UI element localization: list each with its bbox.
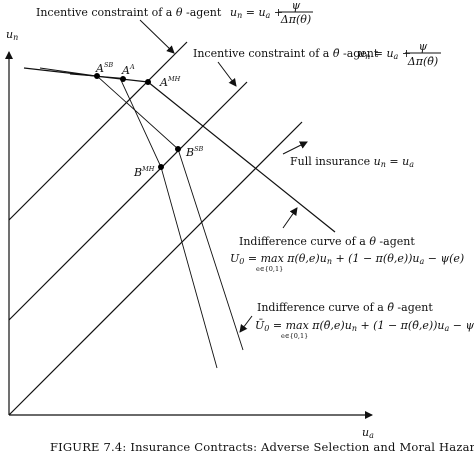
label-a-sb: ASB bbox=[95, 61, 113, 75]
label-b-sb: BSB bbox=[185, 145, 204, 159]
svg-text:ψ: ψ bbox=[292, 0, 301, 12]
svg-text:Indifference curve of a θ -age: Indifference curve of a θ -agent bbox=[239, 235, 415, 248]
svg-text:un = ua +: un = ua + bbox=[358, 47, 411, 61]
label-a-mh: AMH bbox=[159, 75, 181, 89]
svg-text:Indifference curve of a θ̄ -ag: Indifference curve of a θ̄ -agent bbox=[257, 301, 433, 314]
svg-text:Incentive constraint of a θ -a: Incentive constraint of a θ -agent bbox=[36, 6, 222, 19]
x-axis-label: ua bbox=[362, 426, 374, 440]
indiff-high-curve bbox=[39, 67, 244, 351]
point-a-a bbox=[120, 76, 126, 82]
annotation-full-insurance: Full insurance un = ua bbox=[290, 155, 414, 169]
svg-text:Δπ(θ): Δπ(θ) bbox=[280, 13, 311, 26]
point-b-sb bbox=[175, 146, 181, 152]
label-b-mh: BMH bbox=[133, 165, 155, 179]
arrow-indiff-low bbox=[282, 207, 298, 229]
svg-text:Full insurance un = ua: Full insurance un = ua bbox=[290, 155, 414, 169]
arrow-ic-high bbox=[217, 61, 237, 87]
arrow-ic-low bbox=[139, 19, 175, 54]
annotation-indiff-high: Indifference curve of a θ̄ -agent Ū0 = m… bbox=[255, 301, 474, 340]
svg-text:U0 = max π(θ,e)un + (1 − π(θ,e: U0 = max π(θ,e)un + (1 − π(θ,e))ua − ψ(e… bbox=[230, 252, 464, 266]
y-axis-label: un bbox=[6, 28, 18, 42]
annotation-indiff-low: Indifference curve of a θ -agent U0 = ma… bbox=[230, 235, 464, 273]
point-a-mh bbox=[145, 79, 151, 85]
svg-text:Δπ(θ̄): Δπ(θ̄) bbox=[407, 55, 438, 68]
svg-text:e∈{0,1}: e∈{0,1} bbox=[281, 332, 308, 340]
label-a-a: AA bbox=[121, 63, 135, 77]
svg-text:ψ: ψ bbox=[419, 40, 428, 53]
arrow-indiff-high bbox=[239, 315, 253, 333]
arrow-full-insurance bbox=[282, 141, 308, 155]
svg-text:Ū0 = max π(θ̄,e)un + (1 − π(θ̄: Ū0 = max π(θ̄,e)un + (1 − π(θ̄,e))ua − ψ… bbox=[255, 319, 474, 333]
point-b-mh bbox=[158, 164, 164, 170]
point-a-sb bbox=[94, 73, 100, 79]
figure-caption: FIGURE 7.4: Insurance Contracts: Adverse… bbox=[50, 440, 474, 454]
svg-text:Incentive constraint of a θ̄ -: Incentive constraint of a θ̄ -agent bbox=[193, 47, 379, 60]
full-insurance-line bbox=[8, 121, 303, 416]
ic-high-line bbox=[8, 81, 248, 321]
annotation-ic-low: Incentive constraint of a θ -agent un = … bbox=[36, 0, 313, 26]
svg-text:e∈{0,1}: e∈{0,1} bbox=[256, 265, 283, 273]
svg-text:un = ua +: un = ua + bbox=[230, 6, 283, 20]
ic-low-line bbox=[8, 41, 188, 221]
annotation-ic-high: Incentive constraint of a θ̄ -agent un =… bbox=[193, 40, 441, 68]
